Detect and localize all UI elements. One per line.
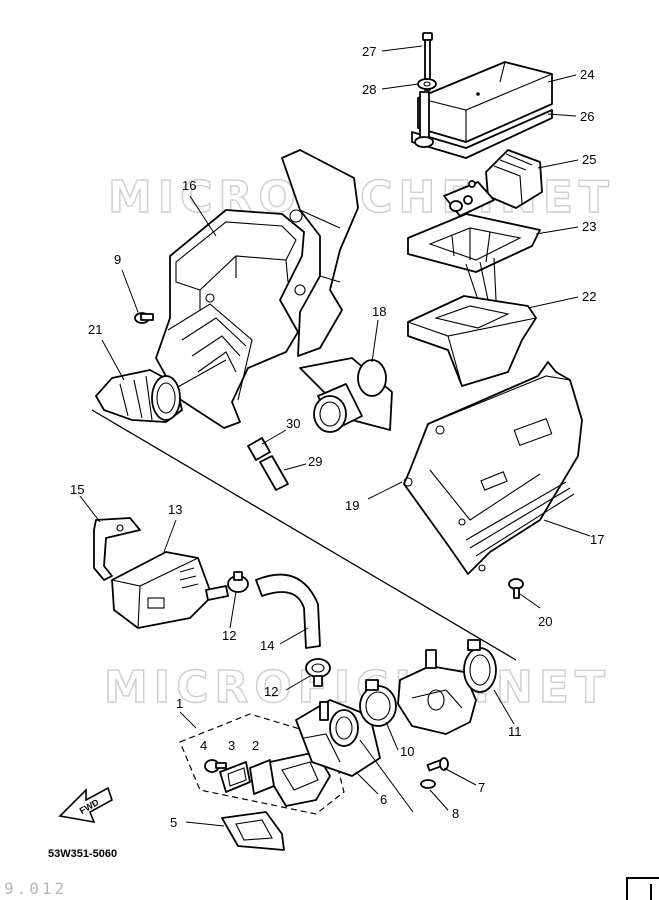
section-divider-line	[91, 409, 517, 661]
callout-14: 14	[260, 638, 274, 653]
callout-22: 22	[582, 289, 596, 304]
screw-20-icon	[508, 578, 524, 599]
callout-21: 21	[88, 322, 102, 337]
case-cap-24-icon	[417, 61, 553, 143]
air-case-17-icon	[403, 361, 583, 575]
canister-13-icon	[111, 551, 229, 629]
callout-9: 9	[114, 252, 121, 267]
element-22-icon	[407, 295, 537, 387]
callout-13: 13	[168, 502, 182, 517]
element-holder-23-icon	[407, 213, 541, 301]
watermark-bottom: MICROFICHE.NET	[104, 662, 611, 713]
seal-26-icon	[411, 109, 553, 159]
callout-10: 10	[400, 744, 414, 759]
bolt-7-icon	[426, 757, 449, 772]
callout-19: 19	[345, 498, 359, 513]
callout-17: 17	[590, 532, 604, 547]
callout-12-upper: 12	[222, 628, 236, 643]
cap-bolt-icon	[414, 91, 434, 148]
corner-mark	[626, 877, 659, 900]
callout-23: 23	[582, 219, 596, 234]
callout-18: 18	[372, 304, 386, 319]
callout-4: 4	[200, 738, 207, 753]
callout-12-lower: 12	[264, 684, 278, 699]
callout-11: 11	[508, 724, 522, 739]
duct-21-icon	[95, 369, 183, 423]
joint-18-icon	[299, 357, 393, 433]
clamp-30-icon	[247, 437, 271, 461]
callout-15: 15	[70, 482, 84, 497]
joint-25-icon	[443, 149, 543, 217]
carburetor-icon	[397, 649, 477, 735]
washer-8-icon	[420, 779, 436, 789]
callout-28: 28	[362, 82, 376, 97]
screw-4-icon	[204, 759, 227, 773]
callout-7: 7	[478, 780, 485, 795]
clip-12b-icon	[305, 658, 331, 687]
callout-26: 26	[580, 109, 594, 124]
callout-8: 8	[452, 806, 459, 821]
callout-5: 5	[170, 815, 177, 830]
callout-27: 27	[362, 44, 376, 59]
part-code: 53W351-5060	[48, 848, 117, 860]
callout-3: 3	[228, 738, 235, 753]
callout-24: 24	[580, 67, 594, 82]
assembly-1-dashed-box	[179, 713, 345, 815]
callout-29: 29	[308, 454, 322, 469]
callout-1: 1	[176, 696, 183, 711]
page-number: 9.012	[4, 879, 67, 898]
manifold-6-icon	[295, 699, 381, 777]
drain-pipe-29-icon	[259, 455, 289, 491]
callout-6: 6	[380, 792, 387, 807]
forward-arrow-icon: FWD	[58, 786, 113, 824]
clamp-10-icon	[359, 679, 397, 727]
air-cleaner-box-16-icon	[155, 149, 359, 429]
callout-30: 30	[286, 416, 300, 431]
washer-28-icon	[417, 78, 437, 90]
callout-25: 25	[582, 152, 596, 167]
bracket-15-icon	[93, 517, 141, 581]
clip-12a-icon	[227, 571, 249, 593]
callout-2: 2	[252, 738, 259, 753]
hose-14-icon	[255, 573, 321, 649]
stopper-3-icon	[219, 761, 251, 793]
callout-20: 20	[538, 614, 552, 629]
bolt-9-icon	[134, 312, 154, 324]
gasket-5-icon	[221, 811, 285, 851]
clamp-11-icon	[463, 639, 497, 693]
bolt-27-icon	[422, 32, 433, 91]
callout-16: 16	[182, 178, 196, 193]
leader-lines	[79, 45, 591, 827]
